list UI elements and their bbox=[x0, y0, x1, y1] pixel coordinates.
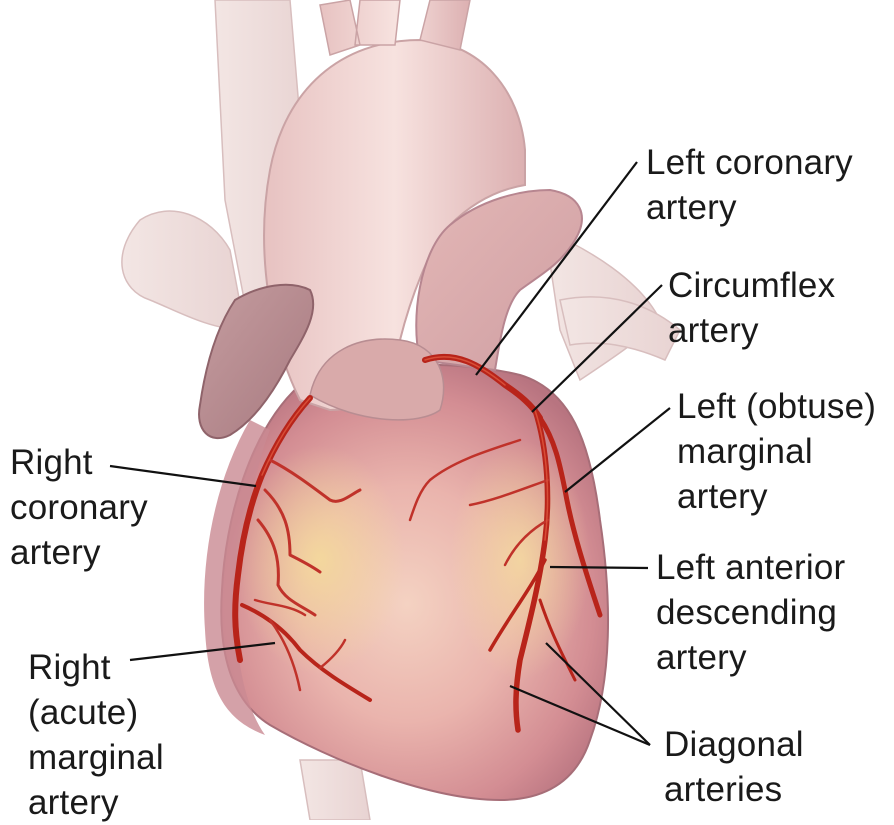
label-right-coronary-artery: Right coronary artery bbox=[10, 440, 148, 575]
label-line: artery bbox=[656, 635, 845, 680]
label-line: artery bbox=[677, 474, 876, 519]
label-line: Diagonal bbox=[664, 722, 804, 767]
label-line: Right bbox=[10, 440, 148, 485]
label-line: (acute) bbox=[28, 690, 164, 735]
leader-lad bbox=[550, 567, 648, 568]
label-line: Left anterior bbox=[656, 545, 845, 590]
label-right-acute-marginal-artery: Right (acute) marginal artery bbox=[28, 645, 164, 825]
label-line: arteries bbox=[664, 767, 804, 812]
lower-vessel bbox=[300, 760, 370, 820]
label-line: artery bbox=[10, 530, 148, 575]
label-line: coronary bbox=[10, 485, 148, 530]
label-line: Right bbox=[28, 645, 164, 690]
label-line: artery bbox=[646, 185, 853, 230]
label-left-obtuse-marginal-artery: Left (obtuse) marginal artery bbox=[677, 384, 876, 519]
label-diagonal-arteries: Diagonal arteries bbox=[664, 722, 804, 812]
label-left-anterior-descending-artery: Left anterior descending artery bbox=[656, 545, 845, 680]
label-line: artery bbox=[668, 308, 835, 353]
label-left-coronary-artery: Left coronary artery bbox=[646, 140, 853, 230]
label-circumflex-artery: Circumflex artery bbox=[668, 263, 835, 353]
label-line: Circumflex bbox=[668, 263, 835, 308]
label-line: Left (obtuse) bbox=[677, 384, 876, 429]
label-line: Left coronary bbox=[646, 140, 853, 185]
yellow-fat-right bbox=[450, 440, 590, 680]
label-line: marginal bbox=[677, 429, 876, 474]
left-branch-vessels bbox=[122, 211, 245, 330]
label-line: artery bbox=[28, 780, 164, 825]
label-line: descending bbox=[656, 590, 845, 635]
label-line: marginal bbox=[28, 735, 164, 780]
